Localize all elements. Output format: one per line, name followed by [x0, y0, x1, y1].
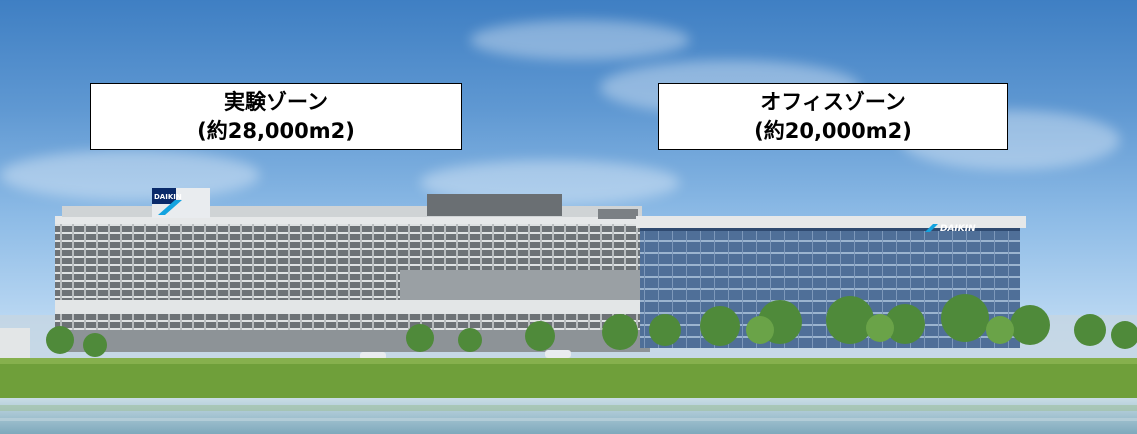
office-zone-label: オフィスゾーン (約20,000m2) — [658, 83, 1008, 150]
lab-zone-label: 実験ゾーン (約28,000m2) — [90, 83, 462, 150]
svg-text:DAIKIN: DAIKIN — [940, 224, 976, 234]
cloud — [0, 150, 260, 200]
tree-line — [46, 294, 1137, 357]
river-water — [0, 398, 1137, 434]
lab-zone-building — [55, 206, 650, 352]
office-zone-name: オフィスゾーン — [760, 89, 906, 114]
cloud — [470, 20, 690, 60]
lab-zone-area: (約28,000m2) — [197, 118, 355, 143]
daikin-facade-sign: DAIKIN — [925, 224, 976, 234]
car — [545, 350, 571, 358]
office-zone-area: (約20,000m2) — [754, 118, 912, 143]
svg-text:DAIKIN: DAIKIN — [154, 193, 182, 201]
grass-bank — [0, 358, 1137, 398]
lab-zone-name: 実験ゾーン — [224, 89, 328, 114]
daikin-roof-sign: DAIKIN — [152, 188, 210, 218]
